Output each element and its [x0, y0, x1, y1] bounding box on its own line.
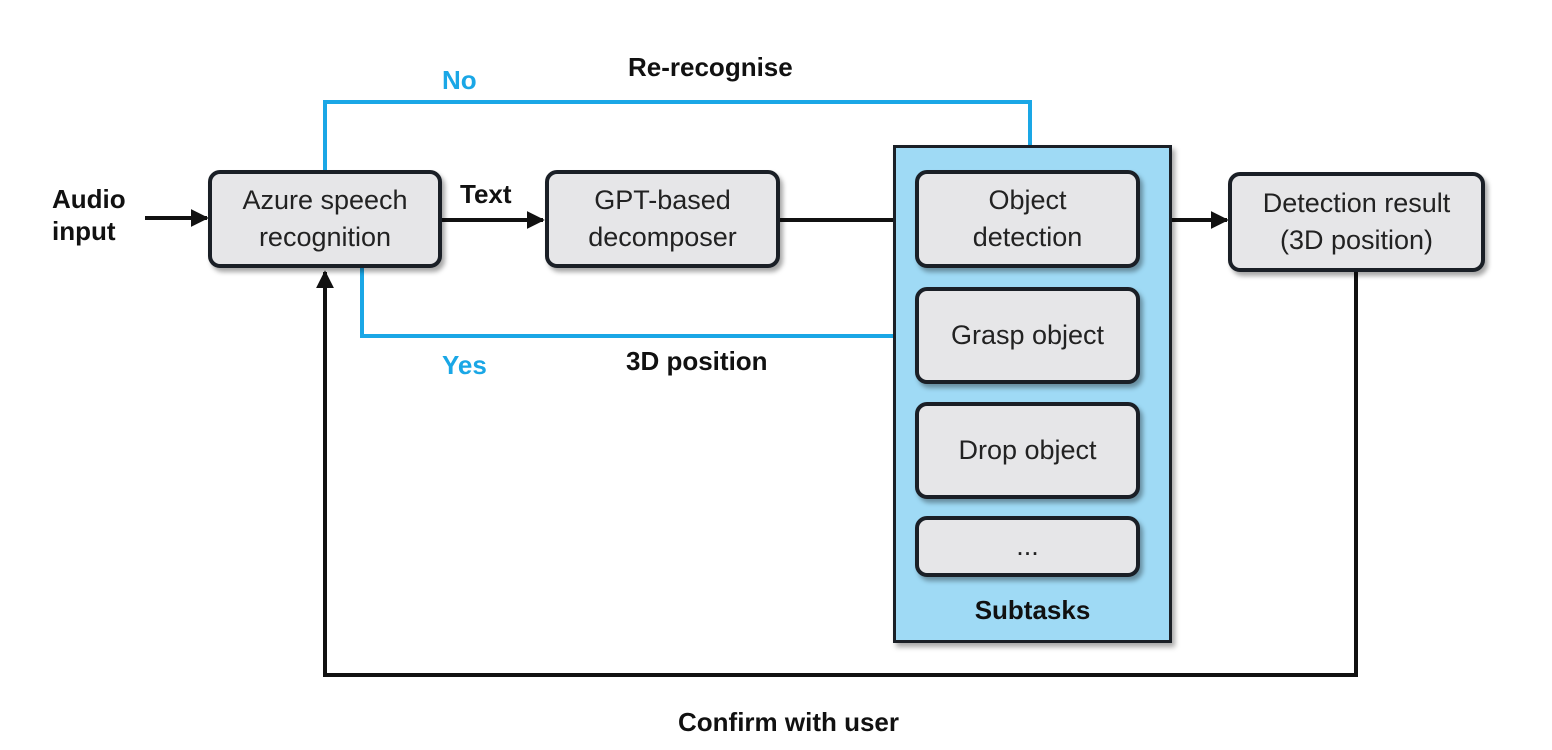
edge-yes-to-grasp [360, 268, 916, 345]
edge-confirm-with-user [316, 270, 1358, 677]
re-recognise-label: Re-recognise [628, 52, 793, 82]
edge-no-re-recognise [323, 100, 1039, 170]
audio-input-label: Audio input [52, 184, 126, 246]
no-label: No [442, 65, 477, 95]
azure-speech-recognition-node: Azure speech recognition [208, 170, 442, 268]
grasp-object-node: Grasp object [915, 287, 1140, 384]
more-subtasks-node: ... [915, 516, 1140, 577]
drop-object-node: Drop object [915, 402, 1140, 499]
detection-result-node: Detection result (3D position) [1228, 172, 1485, 272]
confirm-with-user-label: Confirm with user [678, 707, 900, 737]
subtasks-label: Subtasks [974, 595, 1091, 625]
3d-position-label: 3D position [626, 346, 768, 376]
object-detection-node: Object detection [915, 170, 1140, 268]
yes-label: Yes [442, 350, 487, 380]
gpt-decomposer-node: GPT-based decomposer [545, 170, 780, 268]
text-label: Text [460, 179, 512, 209]
